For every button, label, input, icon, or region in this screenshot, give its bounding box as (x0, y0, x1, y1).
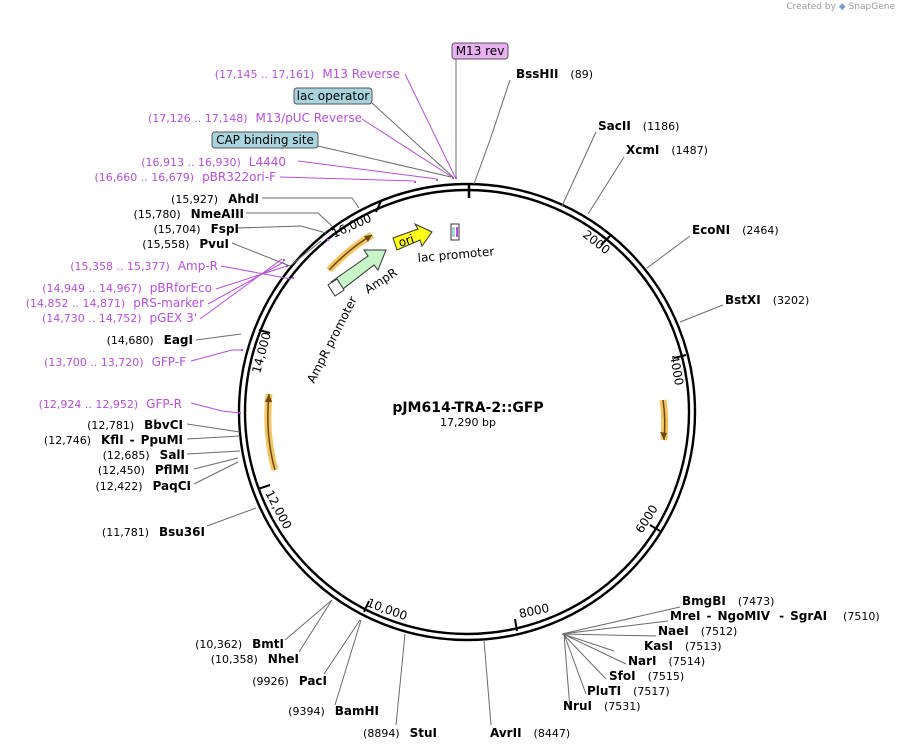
enzyme-site: (15,927)AhdI (171, 192, 259, 206)
enzyme-site: (12,781)BbvCI (87, 418, 183, 432)
enzyme-site: XcmI(1487) (626, 143, 708, 157)
cap-site-label: CAP binding site (216, 133, 314, 147)
enzyme-site: MreI-NgoMIV-SgrAI(7510) (670, 609, 880, 623)
ampr-feature: AmpR AmpR promoter (304, 249, 400, 385)
tick-16000 (375, 200, 382, 213)
enzyme-site: BstXI(3202) (725, 293, 809, 307)
plasmid-size: 17,290 bp (440, 416, 496, 429)
box-leader-lines (317, 58, 457, 178)
tick-12000 (257, 484, 271, 490)
primer-site: (17,145 .. 17,161)M13 Reverse (215, 67, 400, 81)
enzyme-site: (9926)PacI (252, 674, 327, 688)
enzyme-site: (15,780)NmeAIII (134, 207, 244, 221)
enzyme-site: PluTI(7517) (587, 684, 670, 698)
enzyme-site: KasI(7513) (644, 639, 722, 653)
enzyme-site: SacII(1186) (598, 119, 679, 133)
enzyme-site: SfoI(7515) (609, 669, 684, 683)
enzyme-site: NruI(7531) (563, 699, 641, 713)
orf-arrows (264, 231, 669, 471)
enzyme-site: (15,558)PvuI (142, 237, 229, 251)
tick-14000 (258, 329, 271, 334)
enzyme-site: (8894)StuI (363, 726, 437, 740)
lac-promoter-label: lac promoter (417, 244, 495, 265)
primer-site: (16,913 .. 16,930)L4440 (141, 155, 286, 169)
enzyme-site: (12,422)PaqCI (95, 479, 191, 493)
lac-operator-label: lac operator (297, 89, 370, 103)
tick-label-8000: 8000 (518, 601, 551, 621)
tick-8000 (514, 618, 518, 632)
credit-prefix: Created by (786, 2, 836, 12)
primer-leader-lines (190, 73, 456, 414)
tick-4000 (673, 354, 687, 359)
ori-label: ori (397, 232, 416, 250)
cap-site-box: CAP binding site (211, 131, 319, 149)
enzyme-site: (12,450)PflMI (98, 463, 189, 477)
snapgene-logo-icon: ◆ (838, 2, 846, 12)
plasmid-name: pJM614-TRA-2::GFP (392, 400, 543, 416)
enzyme-site: EcoNI(2464) (692, 223, 779, 237)
enzyme-site: (15,704)FspI (154, 222, 239, 236)
tick-label-6000: 6000 (633, 502, 661, 535)
lac-promoter-feature: lac promoter (417, 223, 495, 265)
enzyme-site: (10,358)NheI (211, 652, 299, 666)
enzyme-site: AvrII(8447) (490, 726, 570, 740)
tick-6000 (649, 524, 661, 532)
primer-site: (12,924 .. 12,952)GFP-R (39, 397, 182, 411)
enzymes-right: BssHII(89) SacII(1186) XcmI(1487) EcoNI(… (490, 67, 880, 740)
enzyme-site: (9394)BamHI (288, 704, 379, 718)
primer-site: (16,660 .. 16,679)pBR322ori-F (95, 170, 277, 184)
m13-rev-box: M13 rev (451, 42, 509, 60)
enzymes-left: (8894)StuI (9394)BamHI (9926)PacI (10,35… (44, 192, 437, 740)
enzyme-site: BmgBI(7473) (682, 594, 774, 608)
lac-operator-box: lac operator (293, 87, 373, 105)
enzyme-site: (12,746)KflI-PpuMI (44, 433, 183, 447)
m13-rev-label: M13 rev (456, 44, 505, 58)
tick-10000 (363, 600, 370, 613)
enzyme-site: BssHII(89) (516, 67, 593, 81)
primer-site: (14,852 .. 14,871)pRS-marker (26, 296, 204, 310)
ampr-promoter-label: AmpR promoter (304, 294, 360, 385)
credit-brand: SnapGene (848, 2, 895, 12)
primer-site: (15,358 .. 15,377)Amp-R (70, 259, 218, 273)
enzyme-leader-lines (186, 79, 724, 726)
enzyme-site: (10,362)BmtI (195, 637, 284, 651)
snapgene-credit: Created by ◆ SnapGene (786, 2, 895, 12)
enzyme-site: NarI(7514) (628, 654, 705, 668)
tick-marks (257, 200, 687, 632)
enzyme-site: NaeI(7512) (658, 624, 737, 638)
tick-label-4000: 4000 (667, 354, 686, 387)
primer-site: (17,126 .. 17,148)M13/pUC Reverse (148, 111, 362, 125)
primer-labels: (17,145 .. 17,161)M13 Reverse (17,126 ..… (26, 67, 400, 411)
primer-site: (14,949 .. 14,967)pBRforEco (42, 281, 212, 295)
primer-site: (13,700 .. 13,720)GFP-F (44, 355, 186, 369)
enzyme-site: (11,781)Bsu36I (102, 525, 205, 539)
primer-site: (14,730 .. 14,752)pGEX 3' (42, 311, 197, 325)
ori-feature: ori (392, 222, 433, 251)
tick-2000 (600, 235, 611, 246)
enzyme-site: (14,680)EagI (107, 333, 193, 347)
enzyme-site: (12,685)SalI (103, 448, 185, 462)
